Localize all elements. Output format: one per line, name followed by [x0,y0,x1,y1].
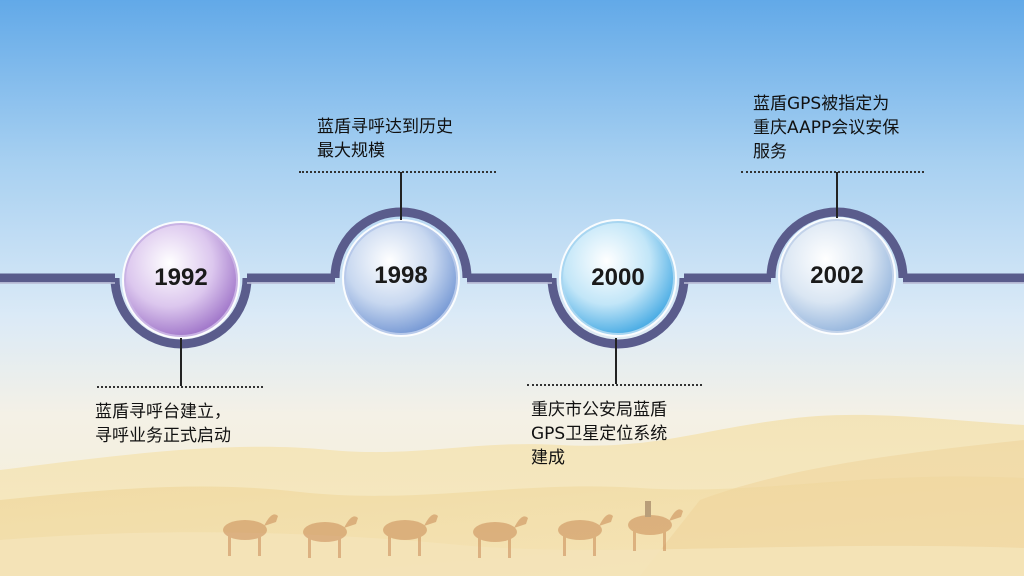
year-label-1992: 1992 [154,264,208,291]
caption-2000: 重庆市公安局蓝盾 GPS卫星定位系统 建成 [531,400,668,468]
year-label-2002: 2002 [810,262,864,289]
divider-1992 [97,386,263,388]
connector-1992 [180,338,182,386]
milestone-circle-2000 [559,219,677,337]
connector-1998 [400,172,402,220]
year-label-1998: 1998 [374,262,428,289]
timeline-track [0,207,1024,349]
divider-2000 [527,384,702,386]
caption-1998: 蓝盾寻呼达到历史 最大规模 [317,117,453,161]
divider-1998 [299,171,496,173]
milestone-circle-1998 [342,219,460,337]
milestone-circle-2002 [778,217,896,335]
camel-caravan-image [223,501,683,558]
connector-2000 [615,338,617,384]
caption-2002: 蓝盾GPS被指定为 重庆AAPP会议安保 服务 [753,94,900,162]
milestone-circle-1992 [122,221,240,339]
year-label-2000: 2000 [591,264,645,291]
caption-1992: 蓝盾寻呼台建立， 寻呼业务正式启动 [95,402,231,446]
connector-2002 [836,172,838,218]
divider-2002 [741,171,924,173]
